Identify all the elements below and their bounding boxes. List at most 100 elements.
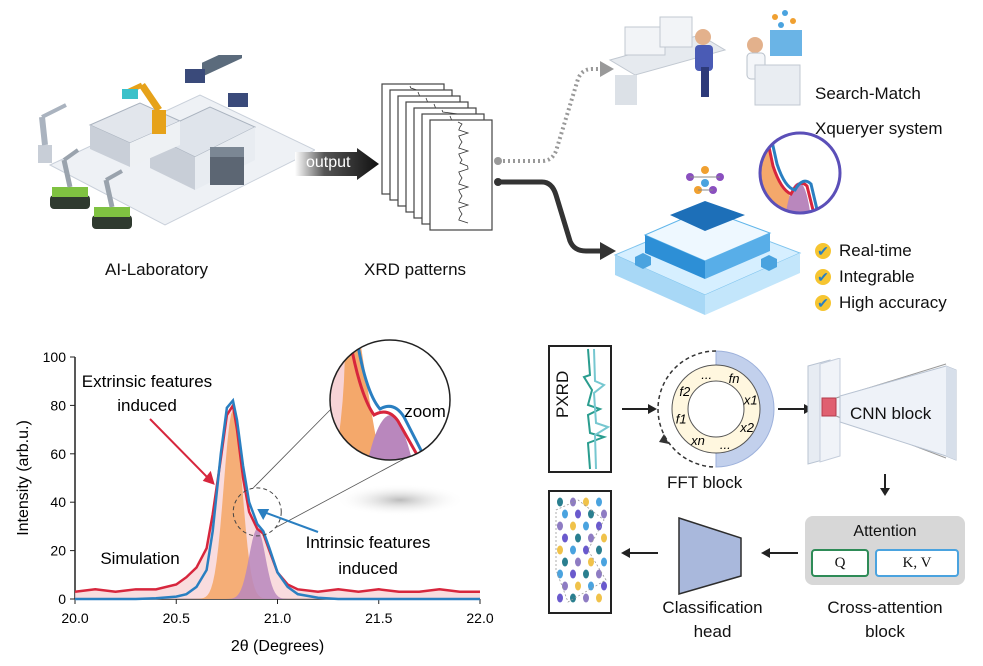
- atom-dot: [601, 581, 607, 591]
- xrd-patterns-stack: [381, 83, 493, 231]
- ai-laboratory-label: AI-Laboratory: [105, 260, 208, 279]
- search-match-illustration: [608, 10, 802, 106]
- atom-dot: [557, 569, 563, 579]
- cnn-block-label: CNN block: [850, 404, 932, 423]
- cnn-block-illustration: [807, 358, 957, 465]
- intrinsic-annotation: Intrinsic features induced: [257, 509, 430, 578]
- atom-dot: [588, 533, 594, 543]
- feature-list: ✔ Real-time ✔ Integrable ✔ High accuracy: [815, 238, 947, 316]
- atom-dot: [562, 581, 568, 591]
- mobile-robot-icon: [92, 169, 132, 229]
- y-tick-label: 100: [43, 349, 67, 365]
- fft-symbol: x2: [739, 420, 755, 435]
- attention-title: Attention: [853, 523, 917, 540]
- feature-item: ✔ Integrable: [815, 264, 947, 290]
- atom-dot: [575, 581, 581, 591]
- simulation-label: Simulation: [100, 549, 179, 568]
- series-line-1: [75, 397, 480, 601]
- arrow-left-icon: [761, 548, 798, 558]
- xqueryer-platform-illustration: [613, 166, 802, 315]
- feature-item: ✔ High accuracy: [815, 290, 947, 316]
- atom-dot: [583, 593, 589, 603]
- atom-dot: [596, 521, 602, 531]
- check-icon: ✔: [815, 295, 831, 311]
- fft-ring: fnx1x2...xnf1f2...: [657, 350, 775, 468]
- zoom-inset-top: [758, 131, 842, 215]
- monitor-icon: [228, 93, 248, 107]
- xrd-patterns-label: XRD patterns: [364, 260, 467, 279]
- series-line-0: [74, 401, 480, 593]
- crystal-structure-icon: [686, 166, 724, 194]
- x-axis-label: 2θ (Degrees): [231, 638, 324, 655]
- atom-dot: [588, 581, 594, 591]
- atom-dot: [562, 509, 568, 519]
- atom-dot: [596, 497, 602, 507]
- atom-dot: [570, 521, 576, 531]
- atom-dot: [557, 593, 563, 603]
- robot-arm-icon: [38, 103, 67, 163]
- fft-symbol: ...: [701, 367, 712, 382]
- y-tick-label: 0: [58, 591, 66, 607]
- arrow-down-icon: [880, 474, 890, 496]
- fft-symbol: ...: [720, 437, 731, 452]
- cross-attention-label: Cross-attention block: [827, 598, 943, 641]
- svg-text:Extrinsic features: Extrinsic features: [82, 372, 212, 391]
- atom-dot: [570, 545, 576, 555]
- arc-arrow-icon: [659, 434, 669, 444]
- atom-dot: [570, 497, 576, 507]
- y-tick-label: 40: [50, 494, 66, 510]
- atom-dot: [583, 569, 589, 579]
- atom-dot: [557, 545, 563, 555]
- monitor-icon: [185, 69, 205, 83]
- mobile-robot-icon: [50, 148, 90, 209]
- y-tick-label: 80: [50, 397, 66, 413]
- ai-laboratory-illustration: [38, 55, 315, 229]
- atom-dot: [575, 557, 581, 567]
- x-tick-label: 20.5: [163, 610, 190, 626]
- output-arrow-icon: [295, 148, 379, 180]
- crystal-output-box: [548, 490, 612, 614]
- fft-symbol: fn: [729, 371, 740, 386]
- x-tick-label: 22.0: [466, 610, 493, 626]
- shoulder-peak-fill: [224, 528, 290, 599]
- zoom-inset: zoom: [329, 339, 451, 461]
- x-tick-label: 21.5: [365, 610, 392, 626]
- atom-dot: [583, 545, 589, 555]
- atom-dot: [596, 593, 602, 603]
- classification-head-shape: [678, 516, 742, 595]
- y-tick-label: 60: [50, 446, 66, 462]
- lattice-outline: [555, 499, 607, 603]
- main-peak-fill: [196, 410, 270, 599]
- classification-head-label: Classification head: [662, 598, 763, 641]
- atom-dot: [583, 521, 589, 531]
- atom-dot: [588, 557, 594, 567]
- atom-dot: [562, 557, 568, 567]
- fft-symbol: xn: [690, 433, 705, 448]
- atom-dot: [601, 557, 607, 567]
- atom-dot: [562, 533, 568, 543]
- atom-dot: [596, 545, 602, 555]
- fft-symbol: f2: [679, 384, 691, 399]
- atom-dot: [583, 497, 589, 507]
- monitor-icon: [122, 89, 138, 99]
- molecule-icon: [772, 10, 796, 28]
- y-tick-label: 20: [50, 543, 66, 559]
- xrd-pattern-page: [429, 119, 493, 231]
- atom-dot: [588, 509, 594, 519]
- key-value-box: K, V: [875, 549, 959, 577]
- svg-text:induced: induced: [338, 559, 398, 578]
- atom-dot: [596, 569, 602, 579]
- output-label: output: [306, 154, 351, 171]
- highlight-circle: [232, 487, 282, 537]
- y-axis-label: Intensity (arb.u.): [15, 420, 32, 536]
- attention-block: Attention Q K, V: [805, 516, 965, 585]
- xqueryer-label: Xqueryer system: [815, 119, 943, 138]
- check-icon: ✔: [815, 269, 831, 285]
- person-icon: [695, 29, 713, 97]
- feature-item: ✔ Real-time: [815, 238, 947, 264]
- svg-text:Intrinsic features: Intrinsic features: [306, 533, 431, 552]
- atom-dot: [557, 521, 563, 531]
- zoom-label: zoom: [404, 402, 446, 421]
